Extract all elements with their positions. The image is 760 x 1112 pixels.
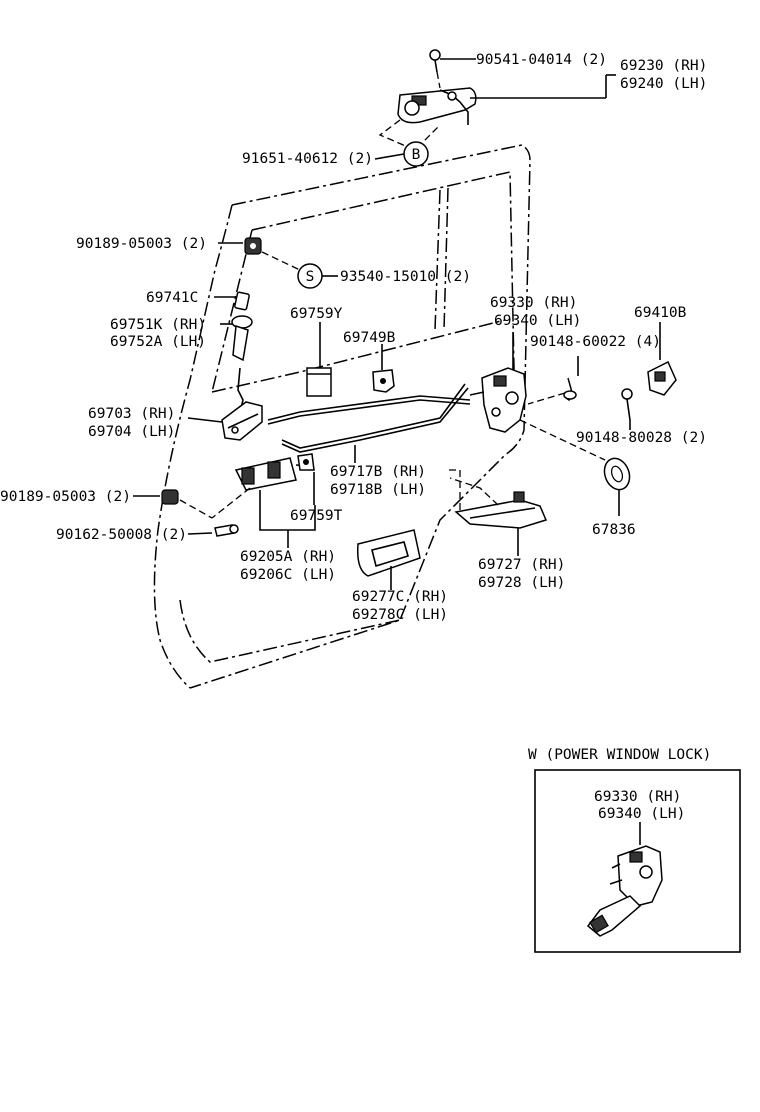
label-69759t: 69759T (290, 508, 343, 524)
label-69717: 69717B (RH) (330, 464, 426, 480)
inset-door-lock-with-motor (586, 845, 663, 937)
label-69718: 69718B (LH) (330, 482, 426, 498)
striker-69410b (647, 360, 677, 396)
grommet-90189-bottom (161, 489, 179, 505)
label-69230: 69230 (RH) (620, 58, 707, 74)
screw-90148-60022 (563, 377, 577, 401)
label-69749: 69749B (343, 330, 396, 346)
label-69240: 69240 (LH) (620, 76, 707, 92)
outside-handle-part (397, 87, 477, 125)
label-69752: 69752A (LH) (110, 334, 206, 350)
label-90148-80028: 90148-80028 (2) (576, 430, 707, 446)
control-rods (267, 383, 471, 453)
inset-title: W (POWER WINDOW LOCK) (528, 747, 711, 763)
label-69205: 69205A (RH) (240, 549, 336, 565)
label-93540: 93540-15010 (2) (340, 269, 471, 285)
label-69703: 69703 (RH) (88, 406, 175, 422)
label-90541: 90541-04014 (2) (476, 52, 607, 68)
label-90162: 90162-50008 (2) (56, 527, 187, 543)
label-69340: 69340 (LH) (494, 313, 581, 329)
label-69741: 69741C (146, 290, 198, 306)
callout-s-circle: S (297, 263, 323, 289)
label-69728: 69728 (LH) (478, 575, 565, 591)
label-69330: 69330 (RH) (490, 295, 577, 311)
inset-label-69340: 69340 (LH) (598, 806, 685, 822)
clip-69759t (297, 453, 315, 471)
label-69410: 69410B (634, 305, 687, 321)
handle-cover-69277c (356, 529, 421, 577)
label-67836: 67836 (592, 522, 636, 538)
lock-rod-69703 (221, 367, 263, 441)
svg-text:B: B (412, 147, 421, 163)
label-90189-bottom: 90189-05003 (2) (0, 489, 131, 505)
svg-text:S: S (306, 269, 315, 285)
label-69277: 69277C (RH) (352, 589, 448, 605)
bolt-90541 (429, 49, 441, 73)
clip-69741c (234, 291, 250, 311)
door-lock-69330 (469, 367, 527, 433)
handle-bracket-69205a (234, 457, 311, 491)
inset-power-window-lock: W (POWER WINDOW LOCK) 69330 (RH) 69340 (… (528, 747, 741, 953)
label-69278: 69278C (LH) (352, 607, 448, 623)
label-69759y: 69759Y (290, 306, 343, 322)
callout-b-circle: B (403, 141, 429, 167)
inset-label-69330: 69330 (RH) (594, 789, 681, 805)
label-90189-top: 90189-05003 (2) (76, 236, 207, 252)
label-69751: 69751K (RH) (110, 317, 206, 333)
grommet-67836 (603, 457, 631, 491)
label-69206: 69206C (LH) (240, 567, 336, 583)
label-69704: 69704 (LH) (88, 424, 175, 440)
part-69759y (306, 367, 332, 397)
label-90148-60022: 90148-60022 (4) (530, 334, 661, 350)
door-outline (153, 144, 531, 689)
part-labels: 90541-04014 (2) 69230 (RH) 69240 (LH) 91… (0, 52, 707, 623)
lock-knob-69751k (231, 315, 253, 362)
screw-90162 (214, 524, 239, 537)
label-91651: 91651-40612 (2) (242, 151, 373, 167)
label-69727: 69727 (RH) (478, 557, 565, 573)
screw-90148-80028 (621, 388, 633, 421)
link-69727 (448, 469, 548, 529)
clip-69749b (372, 369, 395, 393)
grommet-90189-top (244, 237, 262, 255)
